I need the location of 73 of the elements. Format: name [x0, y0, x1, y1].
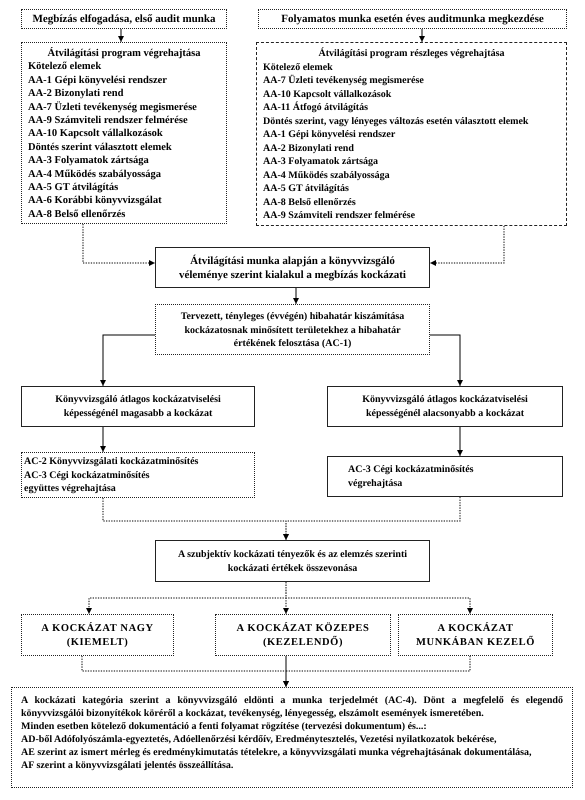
box-label: Tervezett, tényleges (évvégén) hibahatár kiszámítása kockázatosnak minősített területekhez a hibahatár értékének felosztása (AC-1) [180, 310, 406, 350]
group-heading: Döntés szerint választott elemek [28, 140, 172, 154]
condition-box [21, 386, 255, 427]
group-heading: Kötelező elemek [263, 60, 333, 74]
program-item: AA-7 Üzleti tevékenység megismerése [263, 74, 424, 88]
program-item: AA-5 GT átvilágítás [28, 181, 118, 194]
program-item: AA-5 GT átvilágítás [263, 182, 349, 196]
box-label: Könyvvizsgáló átlagos kockázatviselési képességénél magasabb a kockázat [54, 393, 222, 420]
paragraph: A kockázati kategória szerint a könyvvizsgáló eldönti a munka terjedelmét (AC-4). Dönt a megfelelő és elegendő könyvvizsgálói bizonyítékok köréről a kockázat, tevékenység, lényegesség, elszámolt események ismeretében. [21, 694, 563, 720]
program-item: AA-10 Kapcsolt vállalkozások [263, 88, 392, 101]
box-label: AC-3 Cégi kockázatminősítés végrehajtása [348, 463, 475, 490]
paragraph: AD-ből Adófolyószámla-egyeztetés, Adóellenőrzési kérdőív, Eredménytesztelés, Vezetési nyilatkozatok bekérése, [21, 733, 497, 746]
arrow [100, 334, 156, 386]
arrow [283, 656, 289, 688]
program-item: AA-4 Működés szabályossága [28, 168, 162, 182]
paragraph: AE szerint az ismert mérleg és eredménykimutatás tételekre, a könyvvizsgálati munka végrehajtásának dokumentálása, [21, 746, 532, 759]
start-box [258, 9, 567, 29]
arrow [283, 496, 460, 540]
program-box [21, 42, 227, 224]
result-box [11, 687, 573, 788]
box-label: A KOCKÁZAT NAGY (KIEMELT) [40, 622, 155, 650]
task-item: AC-2 Könyvvizsgálati kockázatminősítés [24, 455, 198, 468]
condition-box [327, 386, 563, 427]
task-item: együttes végrehajtása [24, 482, 116, 496]
program-item: AA-2 Bizonylati rend [263, 142, 354, 155]
program-item: AA-3 Folyamatok zártsága [28, 154, 149, 168]
box-label: A szubjektív kockázati tényezők és az elemzés szerinti kockázati értékek összevonása [176, 548, 408, 575]
group-heading: Kötelező elemek [28, 60, 102, 74]
program-item: AA-8 Belső ellenőrzés [263, 196, 356, 209]
task-box [327, 456, 563, 497]
arrow [82, 224, 156, 266]
risk-category-box [21, 614, 174, 656]
task-item: AC-3 Cégi kockázatminősítés [24, 468, 150, 482]
box-label: A KOCKÁZAT MUNKÁBAN KEZELŐ [415, 622, 536, 650]
group-heading: Döntés szerint, vagy lényeges változás esetén választott elemek [263, 114, 528, 128]
program-item: AA-1 Gépi könyvelési rendszer [28, 74, 167, 88]
arrow [293, 288, 299, 304]
program-heading: Átvilágítási program végrehajtása [47, 47, 200, 60]
arrow [283, 656, 470, 688]
arrow [419, 28, 425, 42]
program-item: AA-7 Üzleti tevékenység megismerése [28, 100, 197, 114]
risk-category-box [398, 614, 553, 656]
arrow [430, 226, 504, 266]
arrow [100, 426, 106, 452]
program-box [256, 42, 567, 226]
paragraph: AF szerint a könyvvizsgálati jelentés összeállítása. [21, 759, 234, 772]
program-item: AA-4 Működés szabályossága [263, 168, 390, 182]
arrow [430, 334, 463, 386]
program-item: AA-1 Gépi könyvelési rendszer [263, 128, 396, 142]
box-label: Megbízás elfogadása, első audit munka [32, 13, 216, 27]
program-item: AA-3 Folyamatok zártsága [263, 155, 378, 168]
program-item: AA-9 Számviteli rendszer felmérése [28, 114, 188, 128]
arrow [286, 582, 473, 614]
task-box [21, 452, 255, 498]
box-label: Átvilágítási munka alapján a könyvvizsgáló véleménye szerint kialakul a megbízás kockázati [178, 254, 407, 282]
program-item: AA-8 Belső ellenőrzés [28, 208, 126, 222]
program-item: AA-11 Átfogó átvilágítás [263, 101, 368, 114]
box-label: A KOCKÁZAT KÖZEPES (KEZELENDŐ) [236, 622, 370, 650]
program-item: AA-10 Kapcsolt vállalkozások [28, 127, 163, 141]
program-item: AA-6 Korábbi könyvvizsgálat [28, 194, 162, 208]
start-box [21, 9, 227, 29]
risk-category-box [215, 614, 391, 656]
box-label: Folyamatos munka esetén éves auditmunka megkezdése [281, 13, 544, 27]
program-item: AA-2 Bizonylati rend [28, 87, 124, 101]
arrow [118, 28, 124, 42]
process-box [155, 304, 430, 355]
box-label: Könyvvizsgáló átlagos kockázatviselési képességénél alacsonyabb a kockázat [361, 393, 529, 420]
paragraph: Minden esetben kötelező dokumentáció a fenti folyamat rögzítése (tervezési dokumentum) és...: [21, 720, 427, 733]
program-heading: Átvilágítási program részleges végrehajtása [318, 47, 504, 60]
arrow [457, 426, 463, 456]
program-item: AA-9 Számviteli rendszer felmérése [263, 209, 416, 222]
process-box [155, 247, 430, 288]
process-box [155, 540, 430, 582]
